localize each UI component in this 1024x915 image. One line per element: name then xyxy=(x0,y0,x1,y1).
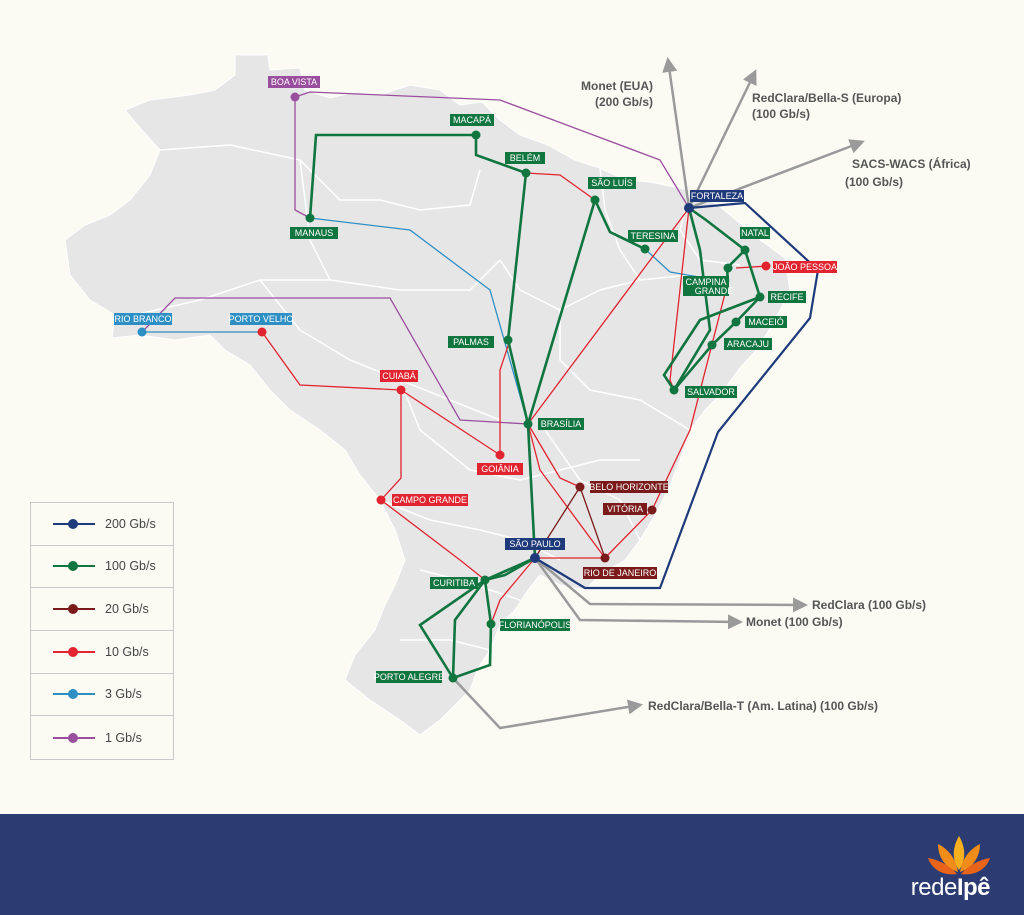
label-cuiaba: CUIABÁ xyxy=(382,371,416,381)
node-macapa xyxy=(471,130,481,140)
node-belo-horizonte xyxy=(575,482,585,492)
node-campo-grande xyxy=(376,495,386,505)
node-fortaleza xyxy=(684,203,694,213)
legend-swatch-200 xyxy=(53,518,95,529)
label-recife: RECIFE xyxy=(770,292,803,302)
rede-ipe-flower-icon xyxy=(928,836,990,875)
label-monet-sp: Monet (100 Gb/s) xyxy=(746,615,843,629)
label-campo-grande: CAMPO GRANDE xyxy=(393,495,467,505)
footer-bar xyxy=(0,814,1024,915)
label-monet-eua-1: Monet (EUA) xyxy=(581,79,653,93)
node-joao-pessoa xyxy=(761,261,771,271)
label-redclara-bella-s-2: (100 Gb/s) xyxy=(752,107,810,121)
label-joao-pessoa: JOÃO PESSOA xyxy=(773,262,837,272)
label-campina-grande-1: CAMPINA xyxy=(685,277,726,287)
international-labels: Monet (EUA) (200 Gb/s) RedClara/Bella-S … xyxy=(581,79,971,713)
legend-label: 1 Gb/s xyxy=(105,730,142,745)
label-porto-alegre: PORTO ALEGRE xyxy=(374,672,444,682)
node-brasilia xyxy=(523,419,533,429)
label-sacs-wacs-2: (100 Gb/s) xyxy=(845,175,903,189)
node-rio-de-janeiro xyxy=(600,553,610,563)
node-palmas xyxy=(503,335,513,345)
node-maceio xyxy=(731,317,741,327)
legend-swatch-1 xyxy=(53,732,95,743)
label-palmas: PALMAS xyxy=(453,337,489,347)
node-natal xyxy=(740,245,750,255)
label-sao-paulo: SÃO PAULO xyxy=(509,539,560,549)
label-sao-luis: SÃO LUÍS xyxy=(591,178,633,188)
node-rio-branco xyxy=(137,327,147,337)
node-porto-velho xyxy=(257,327,267,337)
label-salvador: SALVADOR xyxy=(687,387,735,397)
node-boa-vista xyxy=(290,92,300,102)
city-labels: BOA VISTA MACAPÁ BELÉM MANAUS SÃO LUÍS F… xyxy=(114,76,837,683)
legend-swatch-10 xyxy=(53,646,95,657)
label-curitiba: CURITIBA xyxy=(433,578,475,588)
label-redclara-sp: RedClara (100 Gb/s) xyxy=(812,598,926,612)
legend-item-200: 200 Gb/s xyxy=(31,503,173,546)
node-porto-alegre xyxy=(448,673,458,683)
legend-label: 10 Gb/s xyxy=(105,644,149,659)
brand-part1: rede xyxy=(910,874,958,901)
node-teresina xyxy=(640,244,650,254)
legend: 200 Gb/s 100 Gb/s 20 Gb/s 10 Gb/s 3 Gb/s… xyxy=(30,502,174,760)
node-sao-luis xyxy=(590,195,600,205)
label-manaus: MANAUS xyxy=(295,228,334,238)
node-goiania xyxy=(495,450,505,460)
legend-item-1: 1 Gb/s xyxy=(31,716,173,759)
label-sacs-wacs-1: SACS-WACS (África) xyxy=(852,156,971,171)
label-redclara-bella-t: RedClara/Bella-T (Am. Latina) (100 Gb/s) xyxy=(648,699,878,713)
legend-swatch-20 xyxy=(53,604,95,615)
node-sao-paulo xyxy=(530,553,540,563)
legend-label: 200 Gb/s xyxy=(105,516,156,531)
node-curitiba xyxy=(480,575,490,585)
node-aracaju xyxy=(707,340,717,350)
label-brasilia: BRASÍLIA xyxy=(541,419,582,429)
label-teresina: TERESINA xyxy=(630,231,675,241)
legend-label: 20 Gb/s xyxy=(105,602,149,617)
node-cuiaba xyxy=(396,385,406,395)
label-rio-de-janeiro: RIO DE JANEIRO xyxy=(584,568,657,578)
legend-item-3: 3 Gb/s xyxy=(31,674,173,717)
links-1gbs xyxy=(141,91,690,425)
brazil-landmass xyxy=(64,54,791,736)
label-belo-horizonte: BELO HORIZONTE xyxy=(589,482,669,492)
legend-item-100: 100 Gb/s xyxy=(31,546,173,589)
label-maceio: MACEIÓ xyxy=(748,317,784,327)
label-boa-vista: BOA VISTA xyxy=(271,77,317,87)
node-manaus xyxy=(305,213,315,223)
node-campina-grande xyxy=(723,263,733,273)
label-vitoria: VITÓRIA xyxy=(607,504,643,514)
label-florianopolis: FLORIANÓPOLIS xyxy=(499,620,572,630)
node-recife xyxy=(755,292,765,302)
node-vitoria xyxy=(647,505,657,515)
label-belem: BELÉM xyxy=(510,153,541,163)
label-redclara-bella-s-1: RedClara/Bella-S (Europa) xyxy=(752,91,901,105)
links-200gbs xyxy=(534,201,820,590)
legend-label: 100 Gb/s xyxy=(105,559,156,574)
label-porto-velho: PORTO VELHO xyxy=(229,314,294,324)
label-goiania: GOIÂNIA xyxy=(481,464,519,474)
legend-swatch-100 xyxy=(53,561,95,572)
state-borders xyxy=(111,144,741,651)
node-belem xyxy=(521,168,531,178)
label-macapa: MACAPÁ xyxy=(453,115,491,125)
legend-swatch-3 xyxy=(53,689,95,700)
legend-label: 3 Gb/s xyxy=(105,687,142,702)
brand-part2: Ipê xyxy=(956,874,991,901)
legend-item-20: 20 Gb/s xyxy=(31,588,173,631)
legend-item-10: 10 Gb/s xyxy=(31,631,173,674)
label-monet-eua-2: (200 Gb/s) xyxy=(595,95,653,109)
node-salvador xyxy=(669,385,679,395)
label-natal: NATAL xyxy=(741,228,769,238)
label-campina-grande-2: GRANDE xyxy=(695,286,734,296)
label-aracaju: ARACAJU xyxy=(727,339,769,349)
label-fortaleza: FORTALEZA xyxy=(691,191,743,201)
label-rio-branco: RIO BRANCO xyxy=(114,314,171,324)
city-nodes xyxy=(137,92,771,683)
brand-wordmark: redeIpê xyxy=(910,874,991,902)
node-florianopolis xyxy=(486,619,496,629)
